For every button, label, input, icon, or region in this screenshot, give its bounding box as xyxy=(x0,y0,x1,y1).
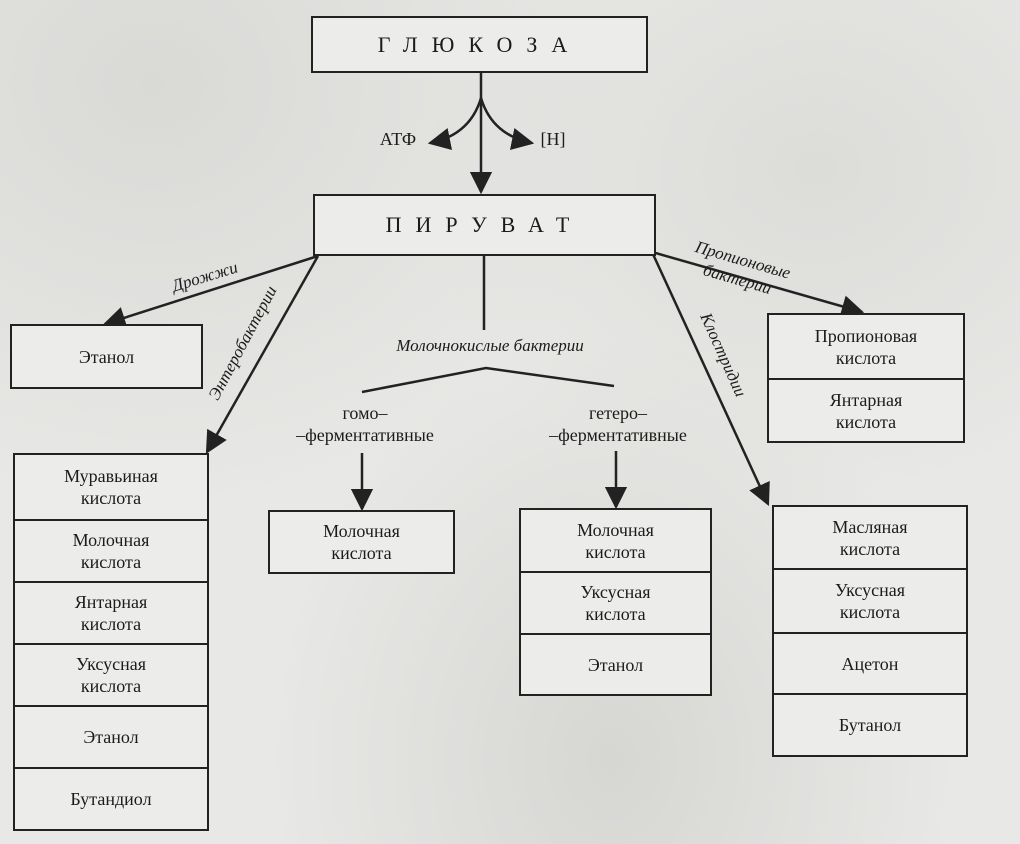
product-cell: Уксусная кислота xyxy=(774,568,966,632)
homo-products-box: Молочная кислота xyxy=(268,510,455,574)
pyruvate-label: ПИРУВАТ xyxy=(385,212,584,237)
lactic-label: Молочнокислые бактерии xyxy=(396,336,584,355)
product-cell: Уксусная кислота xyxy=(15,643,207,705)
glucose-box: ГЛЮКОЗА xyxy=(311,16,648,73)
product-cell: Пропионовая кислота xyxy=(814,325,918,368)
propionic-arrow xyxy=(651,250,865,318)
yeast-arrow xyxy=(102,254,319,329)
hetero-products-box: Молочная кислота Уксусная кислота Этанол xyxy=(519,508,712,696)
atp-label: АТФ xyxy=(379,129,417,149)
clostridia-products-box: Масляная кислота Уксусная кислота Ацетон… xyxy=(772,505,968,757)
glucose-label: ГЛЮКОЗА xyxy=(377,31,582,57)
product-cell: Бутандиол xyxy=(15,767,207,829)
atp-branch-arrow xyxy=(427,97,483,151)
pyruvate-box: ПИРУВАТ xyxy=(313,194,656,256)
lactic-split-line xyxy=(361,366,615,394)
product-cell: Муравьиная кислота xyxy=(64,466,158,508)
h-branch-arrow xyxy=(479,97,535,151)
product-cell: Уксусная кислота xyxy=(521,571,710,633)
product-cell: Ацетон xyxy=(774,632,966,693)
hetero-label: гетеро– –ферментативные xyxy=(549,403,687,445)
product-cell: Молочная кислота xyxy=(15,519,207,581)
product-cell: Янтарная кислота xyxy=(769,378,963,441)
product-cell: Молочная кислота xyxy=(577,519,654,562)
product-cell: Янтарная кислота xyxy=(15,581,207,643)
propionic-products-box: Пропионовая кислота Янтарная кислота xyxy=(767,313,965,443)
clostridia-arrow xyxy=(650,251,770,507)
product-cell: Этанол xyxy=(521,633,710,694)
enterobacteria-arrow xyxy=(205,255,320,454)
product-cell: Этанол xyxy=(78,346,135,367)
product-cell: Молочная кислота xyxy=(323,521,400,563)
enterobacteria-products-box: Муравьиная кислота Молочная кислота Янта… xyxy=(13,453,209,831)
homo-label: гомо– –ферментативные xyxy=(296,403,434,445)
product-cell: Бутанол xyxy=(774,693,966,755)
yeast-products-box: Этанол xyxy=(10,324,203,389)
h-label: [H] xyxy=(540,129,566,149)
product-cell: Этанол xyxy=(15,705,207,767)
product-cell: Масляная кислота xyxy=(832,516,908,559)
